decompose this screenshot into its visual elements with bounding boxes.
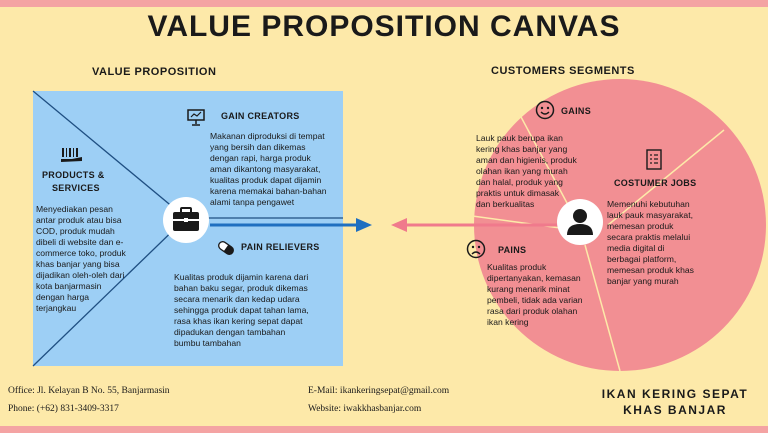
text-line: Kualitas produk dijamin karena dari [174,272,309,282]
top-accent-bar [0,0,768,7]
circle-divider-right [607,129,725,226]
text-line: dibeli di website dan e- [36,237,124,247]
text-line: bahan baku segar, produk dikemas [174,283,308,293]
text-line: media digital di [607,243,665,253]
text-line: Lauk pauk berupa ikan [476,133,563,143]
text-line: dan halal, produk yang [476,177,563,187]
text-line: lauk pauk masyarakat, [607,210,693,220]
text-line: memesan produk [607,221,674,231]
text-line: antar produk atau bisa [36,215,122,225]
text-line: bumbu tambahan [174,338,241,348]
text-line: aman dan higienis, produk [476,155,577,165]
brand-name: IKAN KERING SEPAT KHAS BANJAR [600,386,750,418]
text-line: kurang menarik minat [487,284,570,294]
sad-face-icon [466,239,486,259]
page-title: VALUE PROPOSITION CANVAS [147,10,621,43]
text-line: dijadikan oleh-oleh dari [36,270,125,280]
footer-website[interactable]: Website: iwakkhasbanjar.com [308,404,422,414]
footer-email[interactable]: E-Mail: ikankeringsepat@gmail.com [308,386,450,396]
text-line: sehingga produk dapat tahan lama, [174,305,309,315]
text-line: Makanan diproduksi di tempat [210,131,325,141]
text-line: commerce toko, produk [36,248,126,258]
circle-divider-bottom [584,244,621,372]
text-line: memesan produk khas [607,265,694,275]
customer-segments-heading: CUSTOMERS SEGMENTS [491,65,635,77]
checklist-icon [646,149,662,170]
text-line: terjangkau [36,303,77,313]
text-line: secara menarik dan kedap udara [174,294,300,304]
text-line: dengan harga [36,292,90,302]
text-line: secara praktis melalui [607,232,691,242]
brand-line-2: KHAS BANJAR [623,403,727,417]
products-services-label-2: SERVICES [52,183,100,193]
footer-office: Office: Jl. Kelayan B No. 55, Banjarmasi… [8,386,170,396]
text-line: dipertanyakan, kemasan [487,273,581,283]
barcode-hand-icon [61,148,82,162]
text-line: Kualitas produk [487,262,547,272]
brand-line-1: IKAN KERING SEPAT [601,387,749,401]
footer-phone: Phone: (+62) 831-3409-3317 [8,404,119,414]
text-line: kering khas banjar yang [476,144,568,154]
smiley-icon [535,100,555,120]
text-line: yang bersih dan dikemas [210,142,306,152]
text-line: rasa dari produk olahan [487,306,578,316]
customer-person-icon [557,199,603,245]
bottom-accent-bar [0,426,768,433]
pill-icon [218,241,234,255]
arrow-head-right [356,218,372,232]
divider-bottom-diagonal [32,217,187,367]
text-line: COD, produk mudah [36,226,115,236]
text-line: praktis untuk dimasak [476,188,560,198]
pains-label: PAINS [498,245,527,255]
text-line: kualitas produk dapat dijamin [210,175,322,185]
briefcase-icon [163,197,209,243]
value-proposition-heading: VALUE PROPOSITION [92,66,217,78]
text-line: khas banjar yang bisa [36,259,120,269]
products-services-label-1: PRODUCTS & [42,170,105,180]
customer-circle [474,79,766,371]
text-line: dengan rapi, harga produk [210,153,311,163]
arrow-head-left [391,218,407,232]
gain-creators-label: GAIN CREATORS [221,111,300,121]
presentation-board-icon [187,109,205,126]
gains-label: GAINS [561,106,592,116]
text-line: karena memakai bahan-bahan [210,186,327,196]
text-line: dipadukan dengan tambahan [174,327,286,337]
circle-divider-left [464,214,576,231]
text-line: rasa khas ikan kering sepat dapat [174,316,303,326]
divider-top-diagonal [32,90,187,219]
circle-divider-top [519,114,576,219]
text-line: berbagai platform, [607,254,677,264]
text-line: alami tanpa pengawet [210,197,295,207]
text-line: pembeli, tidak ada varian [487,295,583,305]
text-line: olahan ikan yang murah [476,166,568,176]
text-line: dan berkualitas [476,199,535,209]
text-line: kota banjarmasin [36,281,102,291]
text-line: Menyediakan pesan [36,204,113,214]
text-line: Memenuhi kebutuhan [607,199,690,209]
text-line: ikan kering [487,317,529,327]
pain-relievers-label: PAIN RELIEVERS [241,242,320,252]
text-line: banjar yang murah [607,276,679,286]
text-line: aman dikantong masyarakat, [210,164,321,174]
customer-jobs-label: COSTUMER JOBS [614,178,697,188]
